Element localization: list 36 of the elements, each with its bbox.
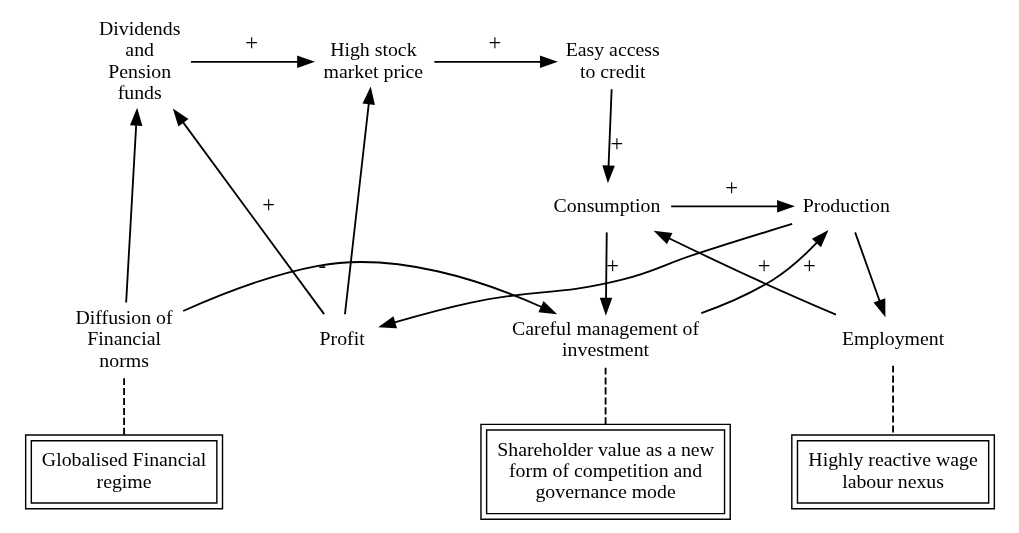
arrow (181, 261, 557, 315)
node-box: Shareholder value as a new form of competition and governance mode (479, 423, 731, 520)
arrow (189, 55, 315, 69)
edge-label: - (318, 252, 326, 278)
edge-label: + (610, 130, 623, 156)
edge-label: + (244, 30, 258, 56)
arrow (853, 231, 885, 318)
node-text: Production (802, 193, 890, 216)
edge-label: + (261, 191, 275, 217)
arrow (669, 200, 795, 213)
arrow (343, 86, 375, 316)
node-text: Profit (319, 327, 365, 350)
node-text: Employment (841, 327, 944, 350)
arrow (653, 230, 837, 316)
node-text: Diffusion of Financial norms (75, 306, 173, 371)
arrow (124, 107, 142, 304)
arrow (377, 223, 793, 329)
edge-label: + (802, 252, 816, 278)
arrow (599, 231, 612, 316)
edge-label: + (487, 30, 501, 56)
edge-label: + (724, 174, 738, 200)
arrow (172, 108, 325, 316)
node-text: Consumption (553, 193, 660, 216)
arrow (432, 55, 558, 69)
arrow (699, 229, 828, 315)
node-box: Highly reactive wage labour nexus (790, 434, 995, 510)
connector (122, 377, 125, 436)
node-box: Globalised Financial regime (24, 434, 223, 510)
node-text: Easy access to credit (565, 38, 660, 82)
node-text: High stock market price (323, 38, 423, 82)
node-text: Dividends and Pension funds (98, 17, 180, 103)
connector (604, 366, 606, 425)
edge-label: + (757, 252, 771, 278)
edge-label: + (605, 252, 619, 278)
arrow (601, 88, 615, 184)
node-text: Careful management of investment (511, 316, 699, 360)
